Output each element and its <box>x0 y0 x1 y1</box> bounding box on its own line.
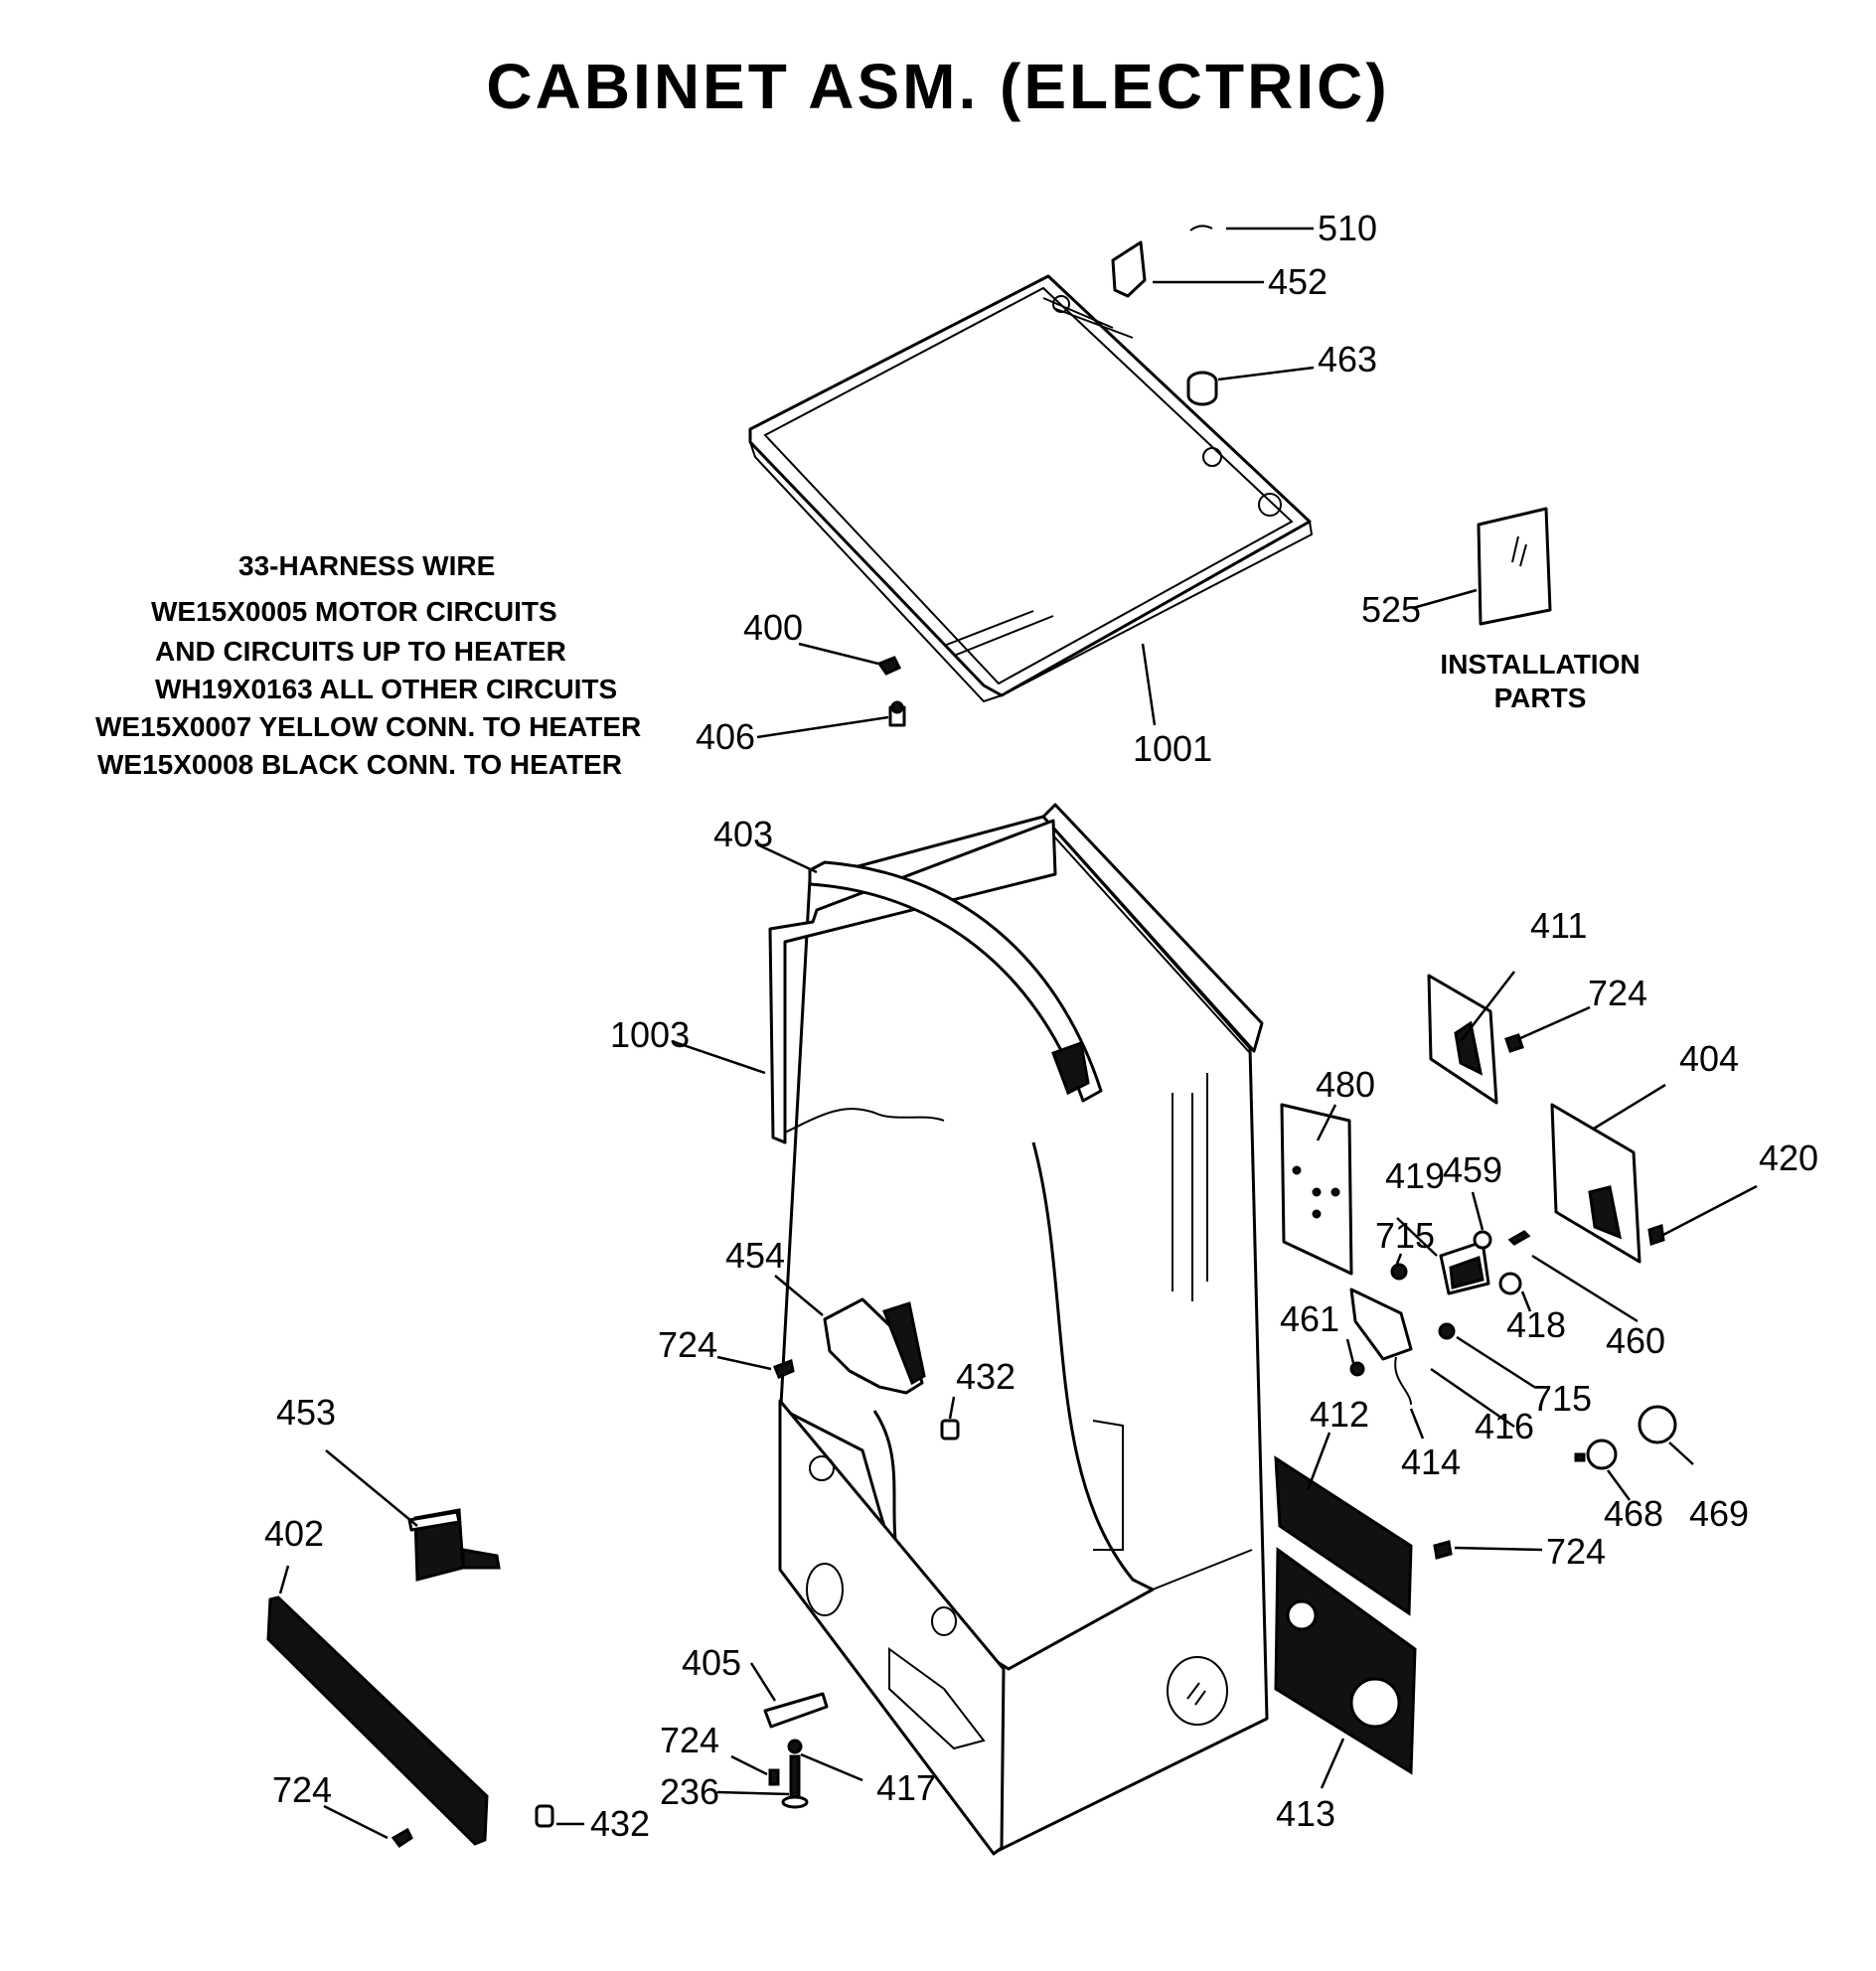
bracket-452-part <box>1111 240 1147 298</box>
part-label: 480 <box>1316 1064 1375 1105</box>
foot-406-part <box>888 700 906 727</box>
part-label: 724 <box>1588 973 1647 1013</box>
envelope-525-part <box>1477 507 1552 626</box>
part-label: 1003 <box>610 1014 690 1055</box>
part-label: 1001 <box>1133 728 1212 769</box>
diagram-title: CABINET ASM. (ELECTRIC) <box>486 51 1390 122</box>
harness-note-line: WE15X0007 YELLOW CONN. TO HEATER <box>95 711 642 742</box>
part-label: 724 <box>658 1324 717 1365</box>
part-label: 412 <box>1310 1394 1369 1435</box>
panel-412-part <box>1274 1455 1413 1616</box>
nut-432-lower-part <box>535 1804 554 1828</box>
bumper-463-part <box>1186 371 1218 406</box>
part-label: 715 <box>1375 1215 1435 1256</box>
part-label: 411 <box>1530 905 1587 946</box>
harness-note-line: WH19X0163 ALL OTHER CIRCUITS <box>155 674 618 704</box>
part-label: 469 <box>1689 1493 1749 1534</box>
part-label: 414 <box>1401 1441 1461 1482</box>
leader-lines <box>278 227 1758 1840</box>
part-label: 417 <box>876 1767 936 1808</box>
front-frame-part <box>778 1399 1006 1856</box>
screw-460-part <box>1507 1230 1531 1246</box>
screw-724-part <box>391 1827 413 1849</box>
panel-413-part <box>1274 1547 1417 1775</box>
part-label: 724 <box>1546 1531 1606 1572</box>
part-label: 418 <box>1506 1304 1566 1345</box>
part-label: 413 <box>1276 1793 1335 1834</box>
installation-parts-line1: INSTALLATION <box>1440 649 1641 680</box>
part-label: 468 <box>1604 1493 1663 1534</box>
part-label: 403 <box>713 814 773 854</box>
part-label: 715 <box>1532 1378 1592 1419</box>
installation-parts-label: INSTALLATION PARTS <box>1411 648 1669 715</box>
toe-kick-402-part <box>266 1595 489 1846</box>
leg-236-part <box>781 1754 809 1809</box>
installation-parts-line2: PARTS <box>1493 682 1587 713</box>
knob-469-part <box>1638 1405 1677 1444</box>
part-label: 420 <box>1759 1137 1818 1178</box>
harness-note-heading: 33-HARNESS WIRE <box>238 550 496 581</box>
part-label: 463 <box>1318 339 1377 379</box>
panel-480-part <box>1280 1103 1353 1276</box>
screw-461-part <box>1349 1361 1365 1377</box>
part-label: 400 <box>743 607 803 648</box>
part-label: 404 <box>1679 1038 1739 1079</box>
part-label: 405 <box>682 1642 741 1683</box>
part-label: 432 <box>956 1356 1016 1397</box>
panel-404-part <box>1550 1103 1642 1264</box>
strip-403-part <box>808 860 1103 1103</box>
part-label: 453 <box>276 1392 336 1433</box>
nut-418-part <box>1498 1272 1522 1295</box>
screw-724-part <box>1433 1540 1453 1560</box>
nut-432-upper-part <box>940 1419 960 1440</box>
screw-715-upper-part <box>1390 1263 1408 1281</box>
part-label: 416 <box>1475 1406 1534 1446</box>
spacer-459-part <box>1473 1230 1492 1250</box>
screw-724-part <box>773 1358 795 1379</box>
part-label: 432 <box>590 1803 650 1844</box>
pin-417-part <box>787 1739 803 1754</box>
part-label: 724 <box>272 1769 332 1810</box>
part-label: 460 <box>1606 1320 1665 1361</box>
harness-note-line: AND CIRCUITS UP TO HEATER <box>155 636 566 667</box>
bracket-453-part <box>407 1508 501 1582</box>
part-label: 402 <box>264 1513 324 1554</box>
part-label: 454 <box>725 1235 785 1276</box>
part-labels: 510 452 463 525 1001 400 406 403 1003 41… <box>264 208 1818 1844</box>
bracket-405-part <box>763 1692 829 1729</box>
cabinet-top-part <box>748 274 1314 703</box>
part-label: 724 <box>660 1720 719 1760</box>
part-label: 236 <box>660 1771 719 1812</box>
screw-724-part <box>768 1768 780 1786</box>
part-label: 459 <box>1443 1149 1502 1190</box>
clip-400-part <box>876 656 902 676</box>
screw-420-part <box>1647 1224 1665 1246</box>
bracket-416-part <box>1349 1288 1413 1406</box>
part-label: 406 <box>696 716 755 757</box>
part-label: 452 <box>1268 261 1328 302</box>
harness-note-line: WE15X0008 BLACK CONN. TO HEATER <box>97 749 622 780</box>
knob-468-part <box>1574 1439 1618 1470</box>
screw-510-part <box>1189 225 1213 231</box>
switch-454-part <box>823 1297 926 1395</box>
switch-419-part <box>1439 1240 1490 1295</box>
screw-715-lower-part <box>1438 1322 1456 1340</box>
part-label: 461 <box>1280 1298 1339 1339</box>
harness-note-line: WE15X0005 MOTOR CIRCUITS <box>151 596 557 627</box>
rear-panel-1003-part <box>768 819 1057 1144</box>
part-label: 525 <box>1361 589 1421 630</box>
part-label: 419 <box>1385 1155 1445 1196</box>
part-label: 510 <box>1318 208 1377 248</box>
